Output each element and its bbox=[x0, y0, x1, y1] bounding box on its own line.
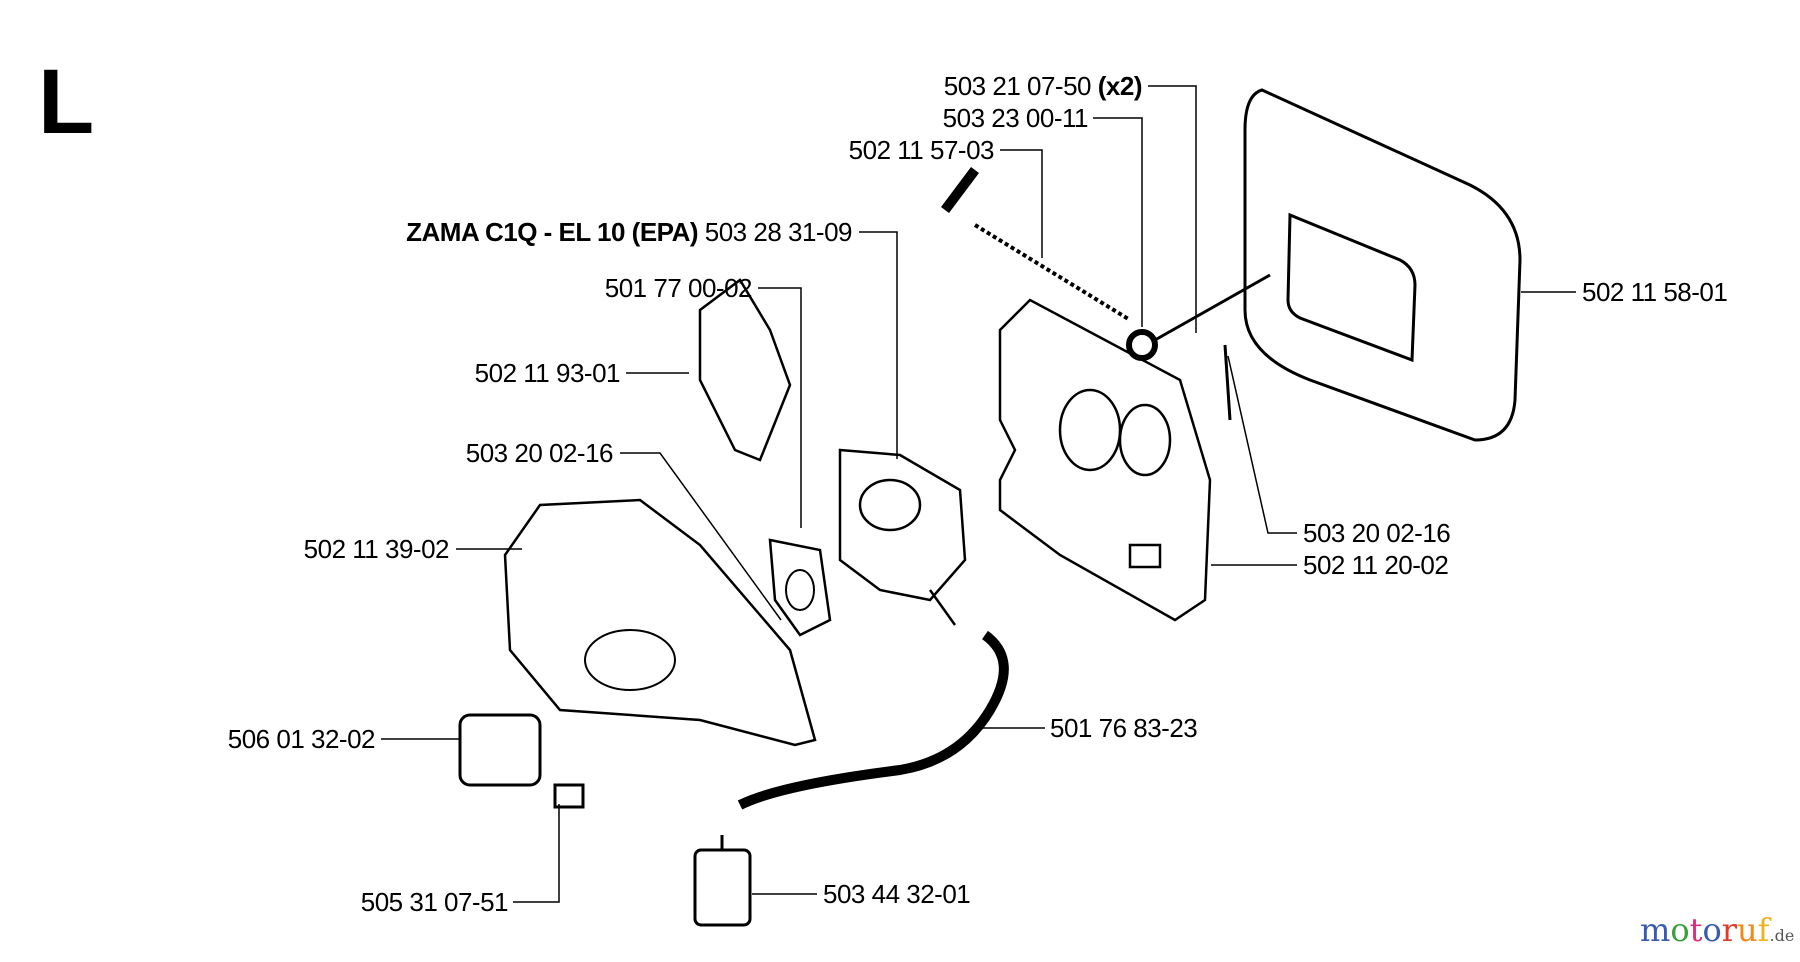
carburetor bbox=[838, 448, 967, 626]
watermark-letter: o bbox=[1670, 911, 1690, 949]
fuel-hose bbox=[737, 630, 1009, 810]
watermark-letter: f bbox=[1757, 911, 1770, 949]
watermark-letter: r bbox=[1721, 911, 1738, 949]
part-label-503-44-32-01[interactable]: 503 44 32-01 bbox=[823, 879, 971, 909]
leader-lines bbox=[381, 85, 1576, 903]
part-label-503-21-07-50[interactable]: 503 21 07-50 (x2) bbox=[943, 71, 1143, 101]
part-label-502-11-20-02[interactable]: 502 11 20-02 bbox=[1303, 550, 1449, 580]
carburetor-plate bbox=[998, 298, 1212, 622]
watermark-letter: m bbox=[1640, 911, 1671, 949]
part-label-502-11-39-02[interactable]: 502 11 39-02 bbox=[303, 534, 450, 564]
gasket bbox=[768, 538, 832, 637]
part-label-503-20-02-16-left[interactable]: 503 20 02-16 bbox=[465, 438, 614, 468]
part-number: 503 28 31-09 bbox=[704, 217, 853, 247]
part-label-505-31-07-51[interactable]: 505 31 07-51 bbox=[360, 887, 509, 917]
part-label-502-11-93-01[interactable]: 502 11 93-01 bbox=[474, 358, 621, 388]
part-label-506-01-32-02[interactable]: 506 01 32-02 bbox=[227, 724, 376, 754]
part-label-503-20-02-16-right[interactable]: 503 20 02-16 bbox=[1303, 518, 1451, 548]
quantity: (x2) bbox=[1097, 71, 1143, 101]
part-label-502-11-57-03[interactable]: 502 11 57-03 bbox=[848, 135, 995, 165]
watermark-letter: o bbox=[1702, 911, 1722, 949]
part-label-501-76-83-23[interactable]: 501 76 83-23 bbox=[1050, 713, 1198, 743]
carburetor-model: ZAMA C1Q - EL 10 (EPA) bbox=[406, 217, 699, 247]
part-label-501-77-00-02[interactable]: 501 77 00-02 bbox=[604, 273, 753, 303]
part-label-503-28-31-09[interactable]: ZAMA C1Q - EL 10 (EPA) 503 28 31-09 bbox=[406, 217, 852, 247]
watermark-logo: motoruf.de bbox=[1640, 912, 1794, 954]
part-label-503-23-00-11[interactable]: 503 23 00-11 bbox=[942, 103, 1089, 133]
intake-boot bbox=[698, 278, 792, 462]
fuel-filter bbox=[458, 713, 585, 809]
watermark-letter: t bbox=[1689, 911, 1703, 949]
cylinder-housing bbox=[503, 498, 817, 747]
fuel-pickup bbox=[693, 835, 752, 927]
section-letter: L bbox=[38, 51, 95, 153]
part-number: 503 21 07-50 bbox=[943, 71, 1092, 101]
watermark-letter: u bbox=[1737, 911, 1758, 949]
air-filter bbox=[1243, 88, 1522, 442]
watermark-tld: .de bbox=[1769, 926, 1795, 945]
bolts bbox=[1126, 273, 1271, 421]
choke-lever bbox=[941, 167, 1132, 322]
part-label-502-11-58-01[interactable]: 502 11 58-01 bbox=[1582, 277, 1728, 307]
